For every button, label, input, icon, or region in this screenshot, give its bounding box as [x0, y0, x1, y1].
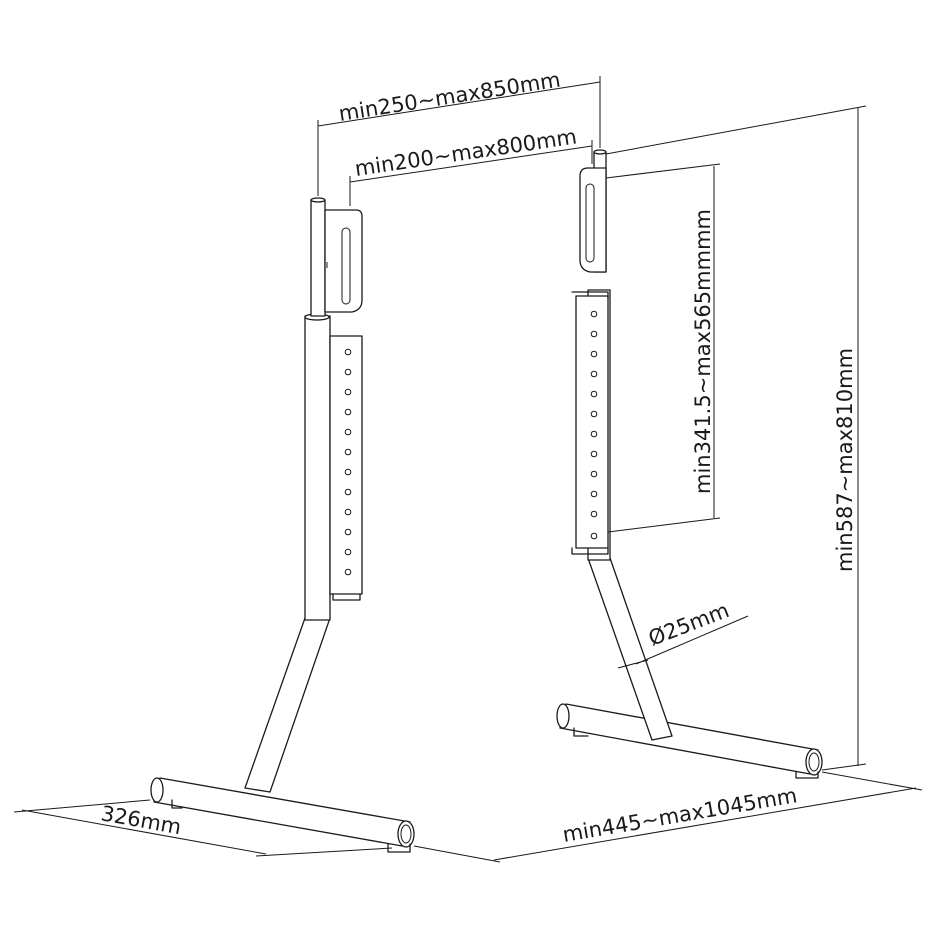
dimension-lines: [13, 76, 923, 863]
inner-width-label: min200~max800mm: [353, 124, 578, 180]
left-extension-tube: [310, 199, 326, 317]
bracket-height-label: min341.5~max565mmmm: [691, 209, 715, 494]
left-base-cap-back: [150, 777, 164, 803]
right-leg: [556, 149, 823, 779]
left-angled-tube: [244, 617, 331, 793]
left-hole-plate: [329, 335, 363, 595]
right-base-tube: [559, 703, 819, 775]
left-upright-tube: [304, 315, 331, 621]
base-depth-label: 326mm: [99, 801, 183, 839]
base-spread-label: min445~max1045mm: [561, 783, 799, 847]
tube-diameter-label: Ø25mm: [645, 598, 732, 651]
total-height-label: min587~max810mm: [833, 348, 857, 572]
left-plate-holes: [344, 348, 352, 576]
right-plate-holes: [590, 310, 598, 540]
right-base-cap-back: [556, 703, 570, 729]
left-base-tube: [153, 777, 411, 847]
outer-width-label: min250~max850mm: [337, 68, 562, 126]
left-leg: [150, 197, 415, 853]
